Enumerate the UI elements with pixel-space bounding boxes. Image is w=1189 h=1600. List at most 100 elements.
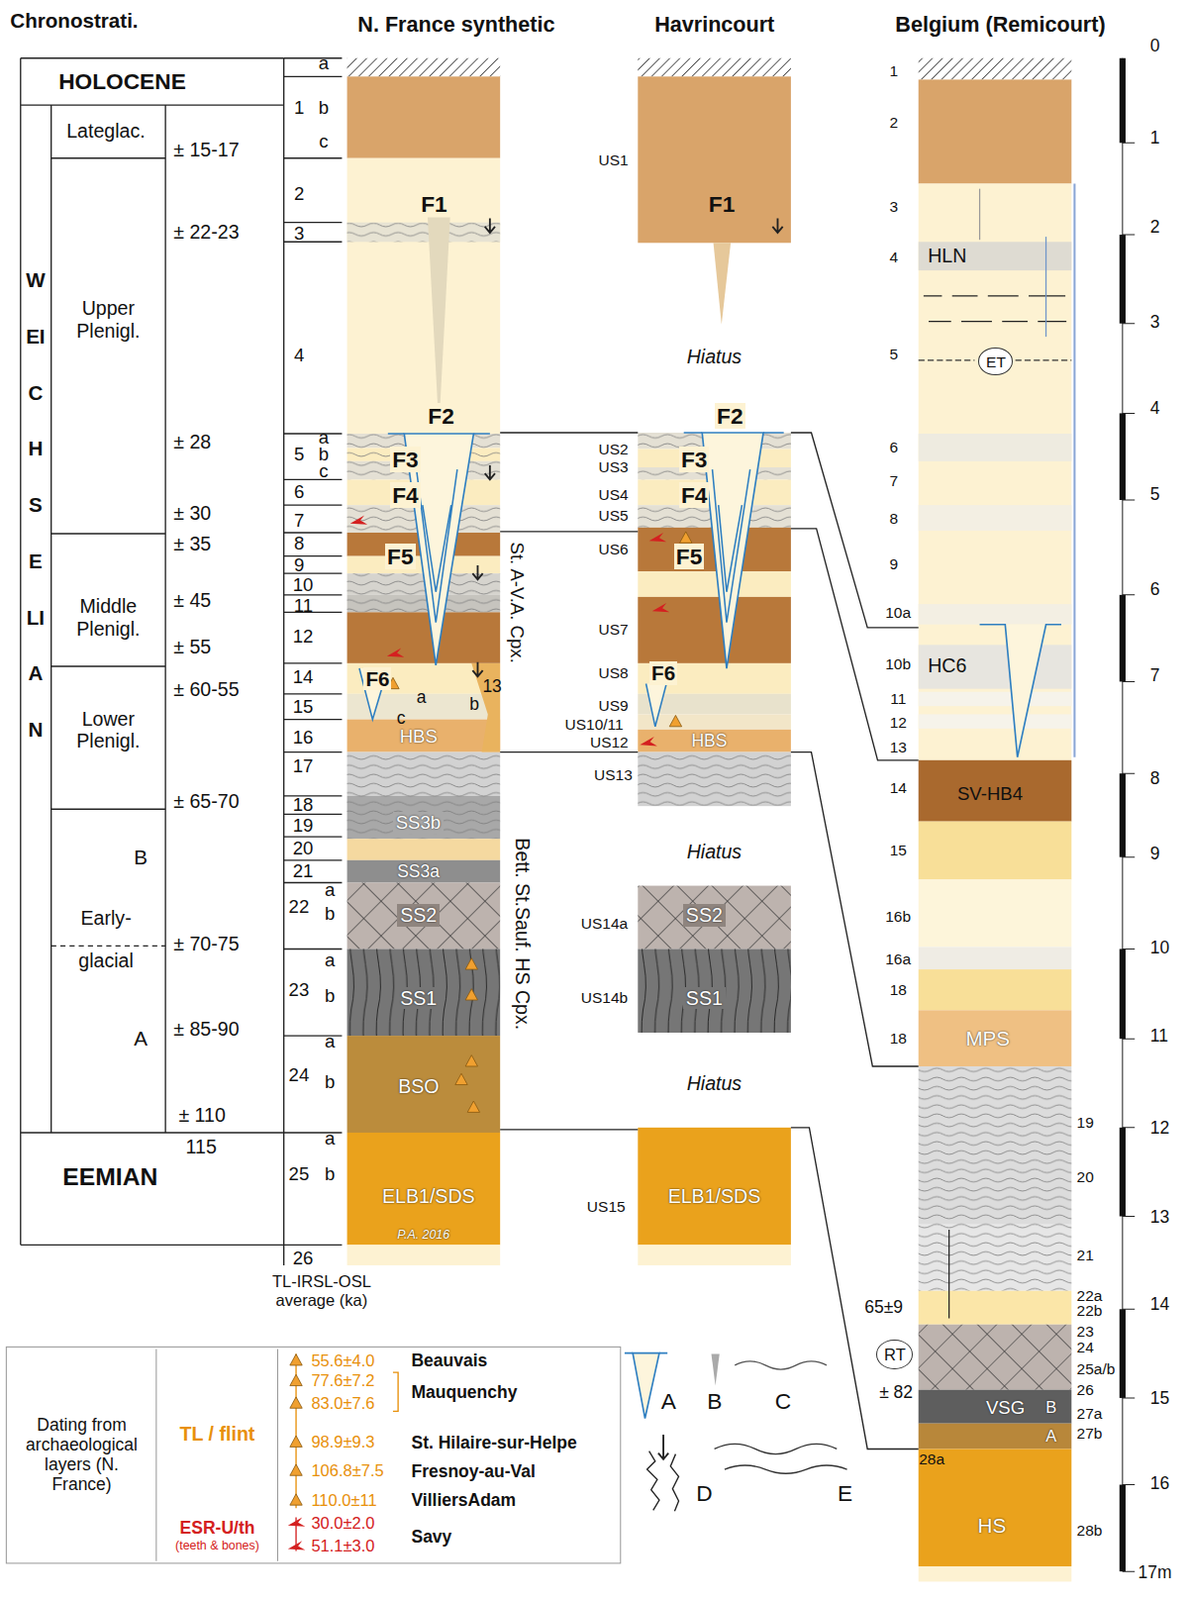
chrono-box: Upper Plenigl.: [51, 158, 166, 534]
stratigraphy-label: ± 15-17: [173, 138, 239, 162]
stratigraphy-label: ± 22-23: [173, 220, 239, 244]
layer-label: ELB1/SDS: [379, 1185, 479, 1208]
stratigraphy-label: 10a: [885, 603, 911, 622]
layer-band: HBS: [637, 729, 792, 753]
stratigraphy-label: 106.8±7.5: [310, 1461, 384, 1481]
stratigraphy-label: Hiatus: [687, 840, 743, 864]
stratigraphy-label: 18: [890, 981, 907, 999]
stratigraphy-label: ± 55: [173, 635, 211, 659]
stratigraphy-label: US13: [594, 766, 633, 785]
layer-label: SS2: [396, 903, 440, 927]
stratigraphy-label: 51.1±3.0: [310, 1536, 375, 1556]
stratigraphy-label: c: [318, 460, 328, 482]
stratigraphy-label: 10b: [885, 655, 911, 674]
stratigraphy-label: ± 70-75: [173, 932, 239, 956]
stratigraphy-label: US14b: [581, 989, 628, 1007]
stratigraphy-label: 4: [890, 248, 899, 267]
stratigraphy-label: b: [318, 97, 329, 118]
stratigraphy-label: 15: [1150, 1387, 1170, 1408]
stratigraphy-label: 23: [289, 979, 310, 1000]
stratigraphy-label: F3: [679, 446, 709, 473]
layer-label: Upper Plenigl.: [54, 297, 162, 342]
stratigraphy-label: 30.0±2.0: [310, 1513, 375, 1533]
layer-label: ELB1/SDS: [665, 1185, 765, 1208]
stratigraphy-label: 23: [1077, 1322, 1094, 1341]
layer-label: MPS: [965, 1026, 1010, 1051]
stratigraphy-label: Hiatus: [687, 345, 743, 369]
stratigraphy-label: 11: [890, 690, 906, 708]
chrono-box: WEICHSELIAN: [20, 104, 52, 1133]
stratigraphy-label: F2: [714, 402, 745, 429]
stratigraphy-label: 1: [294, 97, 304, 118]
stratigraphy-label: TL-IRSL-OSL average (ka): [250, 1272, 394, 1310]
stratigraphy-label: 20: [293, 837, 314, 859]
stratigraphy-label: b: [324, 902, 335, 924]
stratigraphy-label: 18: [293, 793, 314, 815]
stratigraphy-label: 7: [294, 509, 304, 531]
layer-label: Lateglac.: [66, 119, 146, 143]
stratigraphy-label: US7: [598, 620, 629, 639]
nfrance-bands: [347, 58, 501, 1266]
stratigraphy-label: ± 35: [173, 532, 211, 556]
stratigraphy-label: F4: [679, 482, 709, 508]
unit-circle: RT: [876, 1339, 913, 1371]
stratigraphy-label: St. A-V.A. Cpx.: [505, 541, 527, 663]
stratigraphy-label: 8: [1150, 768, 1161, 789]
layer-label: HOLOCENE: [58, 68, 187, 95]
stratigraphy-label: 4: [294, 344, 304, 366]
stratigraphy-label: 11: [1150, 1025, 1169, 1046]
stratigraphy-label: VilliersAdam: [410, 1489, 516, 1510]
stratigraphy-label: US9: [598, 696, 629, 715]
stratigraphy-label: 25: [289, 1163, 310, 1185]
layer-band: SS1: [347, 949, 501, 1037]
layer-label: Middle Plenigl.: [54, 594, 162, 640]
layer-label: WEICHSELIAN: [25, 252, 47, 758]
depth-scale: [1119, 58, 1135, 1572]
layer-band: HLN: [918, 241, 1073, 271]
layer-label: SV-HB4: [957, 783, 1023, 804]
stratigraphy-label: Mauquenchy: [410, 1382, 517, 1402]
stratigraphy-label: F4: [390, 482, 420, 508]
stratigraphy-label: 77.6±7.2: [310, 1371, 375, 1390]
stratigraphy-label: 6: [294, 481, 304, 502]
stratigraphy-label: 13: [482, 676, 501, 696]
unit-circle: ET: [978, 347, 1013, 377]
stratigraphy-label: US3: [598, 458, 629, 477]
layer-label: A: [133, 1026, 148, 1051]
stratigraphy-label: US4: [598, 486, 629, 504]
stratigraphy-label: 9: [1150, 843, 1161, 864]
layer-label: RT: [884, 1345, 906, 1365]
stratigraphy-label: 2: [1150, 216, 1161, 237]
chrono-box: EEMIAN: [20, 1132, 285, 1245]
stratigraphy-label: ± 65-70: [173, 790, 239, 813]
stratigraphy-label: 5: [1150, 484, 1161, 504]
legend-key: E: [837, 1480, 853, 1506]
stratigraphy-label: Havrincourt: [654, 12, 775, 38]
stratigraphy-label: 28b: [1077, 1521, 1103, 1540]
chrono-box: Lateglac.: [51, 104, 166, 159]
stratigraphy-label: 7: [890, 472, 899, 491]
stratigraphy-label: 24: [289, 1064, 310, 1086]
layer-label: SS2: [683, 903, 726, 927]
stratigraphy-label: 14: [1150, 1293, 1170, 1314]
stratigraphy-label: N. France synthetic: [357, 12, 555, 38]
stratigraphy-label: 24: [1077, 1338, 1094, 1357]
stratigraphy-label: 16a: [885, 950, 911, 969]
stratigraphy-label: 3: [890, 198, 899, 216]
stratigraphy-label: 12: [1150, 1117, 1170, 1138]
stratigraphy-label: 6: [890, 438, 899, 457]
layer-band: MPS: [918, 1010, 1073, 1068]
stratigraphy-label: Hiatus: [687, 1072, 743, 1095]
stratigraphy-label: 8: [890, 509, 899, 528]
layer-label: B: [1045, 1397, 1057, 1417]
stratigraphy-label: ± 110: [178, 1103, 225, 1127]
stratigraphy-label: 4: [1150, 397, 1161, 418]
stratigraphy-label: TL / flint: [180, 1422, 256, 1446]
layer-label: HBS: [399, 725, 438, 747]
layer-band: VSGB: [918, 1389, 1073, 1424]
stratigraphy-label: b: [324, 1071, 335, 1092]
stratigraphy-label: 21: [293, 860, 314, 882]
layer-label: SS1: [396, 987, 440, 1010]
layer-label: EEMIAN: [62, 1163, 158, 1191]
symbol-legend: [624, 1353, 848, 1512]
